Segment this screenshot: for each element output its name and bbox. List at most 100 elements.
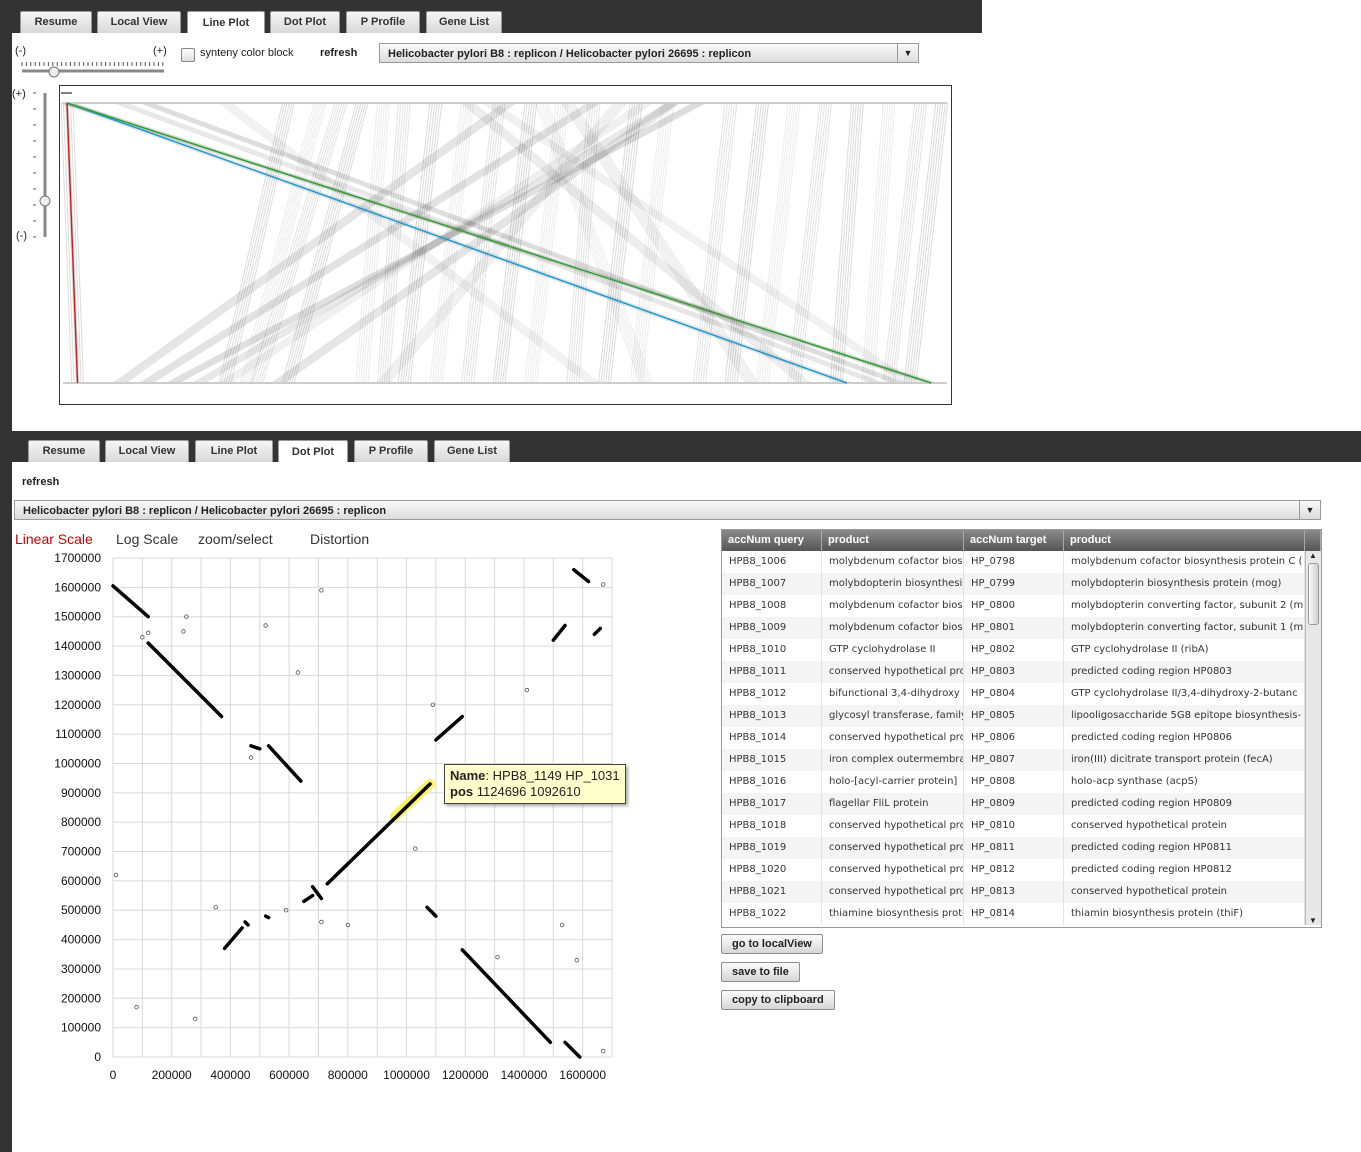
synteny-segment bbox=[60, 102, 842, 384]
zoom-minus-label: (-) bbox=[15, 45, 26, 57]
top-tab-dot-plot[interactable]: Dot Plot bbox=[270, 11, 340, 33]
synteny-segment bbox=[60, 102, 73, 384]
top-tab-local-view[interactable]: Local View bbox=[97, 11, 181, 33]
vzoom-slider-thumb[interactable] bbox=[39, 195, 51, 207]
synteny-segment bbox=[868, 102, 891, 384]
y-tick-label: 200000 bbox=[61, 991, 101, 1005]
synteny-segment bbox=[546, 102, 654, 384]
synteny-segment bbox=[249, 102, 324, 384]
x-tick-label: 600000 bbox=[269, 1068, 309, 1082]
scroll-up-icon[interactable]: ▲ bbox=[1309, 551, 1317, 560]
top-replicon-select[interactable]: Helicobacter pylori B8 : replicon / Heli… bbox=[379, 43, 919, 63]
zoom-slider-thumb[interactable] bbox=[48, 66, 60, 78]
synteny-segment bbox=[125, 102, 516, 384]
synteny-segment bbox=[794, 102, 828, 384]
bottom-tab-resume[interactable]: Resume bbox=[28, 440, 100, 462]
synteny-segment bbox=[409, 102, 443, 384]
chevron-down-icon[interactable]: ▼ bbox=[897, 44, 918, 62]
scrollbar-thumb[interactable] bbox=[1308, 563, 1319, 625]
table-cell: molybdopterin biosynthesis protein bbox=[822, 573, 964, 595]
save-to-file-button[interactable]: save to file bbox=[721, 962, 800, 982]
y-tick-label: 1700000 bbox=[54, 551, 101, 565]
scroll-down-icon[interactable]: ▼ bbox=[1309, 916, 1317, 925]
zoom-select-option[interactable]: zoom/select bbox=[198, 531, 273, 547]
synteny-segment bbox=[223, 102, 288, 384]
synteny-segment bbox=[526, 102, 560, 384]
synteny-segment bbox=[228, 102, 598, 384]
tooltip-pos-label: pos bbox=[450, 784, 474, 799]
table-cell: HP_0803 bbox=[964, 661, 1064, 683]
bottom-tab-dot-plot[interactable]: Dot Plot bbox=[278, 440, 348, 464]
column-header[interactable]: product bbox=[822, 530, 964, 551]
bottom-refresh-link[interactable]: refresh bbox=[22, 476, 60, 488]
dot-plot-chart[interactable]: 0100000200000300000400000500000600000700… bbox=[0, 545, 700, 1090]
bottom-tab-local-view[interactable]: Local View bbox=[105, 440, 189, 462]
distortion-option[interactable]: Distortion bbox=[310, 531, 370, 547]
synteny-segment bbox=[67, 102, 80, 384]
go-to-localview-button[interactable]: go to localView bbox=[721, 934, 823, 954]
table-cell: molybdenum cofactor biosynthesis protein… bbox=[822, 551, 964, 573]
line-plot-chart[interactable] bbox=[59, 85, 953, 406]
column-header[interactable]: accNum target bbox=[964, 530, 1064, 551]
dot-point bbox=[192, 1016, 198, 1022]
top-tab-p-profile[interactable]: P Profile bbox=[346, 11, 420, 33]
x-tick-label: 200000 bbox=[152, 1068, 192, 1082]
dot-plot-grid bbox=[112, 557, 613, 1058]
synteny-segment bbox=[70, 102, 851, 384]
top-refresh-link[interactable]: refresh bbox=[320, 47, 358, 59]
bottom-replicon-select[interactable]: Helicobacter pylori B8 : replicon / Heli… bbox=[14, 500, 1321, 520]
table-cell: HPB8_1010 bbox=[722, 639, 822, 661]
y-tick-label: 700000 bbox=[61, 845, 101, 859]
synteny-segment bbox=[228, 102, 651, 384]
horizontal-zoom-slider[interactable] bbox=[20, 57, 168, 79]
synteny-segment bbox=[281, 102, 677, 384]
synteny-segment bbox=[892, 102, 925, 384]
column-header[interactable]: product bbox=[1064, 530, 1305, 551]
top-tab-resume[interactable]: Resume bbox=[20, 11, 92, 33]
bottom-tab-line-plot[interactable]: Line Plot bbox=[195, 440, 273, 462]
bottom-tab-gene-list[interactable]: Gene List bbox=[434, 440, 510, 462]
top-tab-gene-list[interactable]: Gene List bbox=[426, 11, 502, 33]
synteny-segment bbox=[600, 102, 634, 384]
dot-point bbox=[181, 629, 186, 634]
linear-scale-option[interactable]: Linear Scale bbox=[15, 531, 93, 547]
synteny-run bbox=[302, 893, 315, 904]
vertical-zoom-slider[interactable] bbox=[32, 91, 54, 241]
copy-to-clipboard-button[interactable]: copy to clipboard bbox=[721, 990, 835, 1010]
log-scale-option[interactable]: Log Scale bbox=[116, 531, 179, 547]
synteny-run bbox=[310, 885, 324, 901]
synteny-segment bbox=[863, 102, 886, 384]
synteny-segment bbox=[841, 102, 864, 384]
chevron-down-icon[interactable]: ▼ bbox=[1299, 501, 1320, 519]
synteny-checkbox[interactable] bbox=[181, 48, 195, 62]
top-tab-line-plot[interactable]: Line Plot bbox=[187, 11, 265, 35]
synteny-segment bbox=[244, 102, 320, 384]
column-header[interactable]: accNum query bbox=[722, 530, 822, 551]
bottom-tab-p-profile[interactable]: P Profile bbox=[354, 440, 428, 462]
gene-table-scrollbar[interactable]: ▲ ▼ bbox=[1305, 551, 1321, 925]
x-tick-label: 1400000 bbox=[501, 1068, 548, 1082]
synteny-segment bbox=[873, 102, 896, 384]
synteny-segment bbox=[230, 102, 601, 384]
dot-point bbox=[495, 955, 500, 960]
